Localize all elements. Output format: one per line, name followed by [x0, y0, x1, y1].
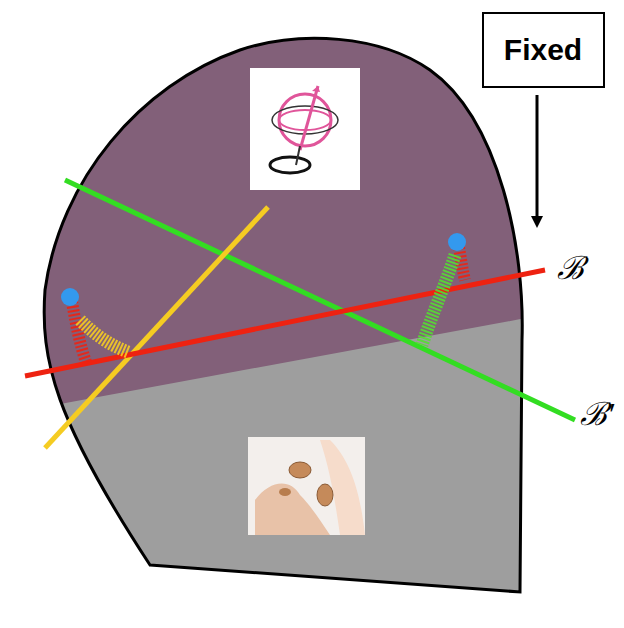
box-text: Fixed: [504, 33, 582, 67]
green-line: [65, 180, 575, 420]
line-label: ℬ′: [580, 398, 614, 430]
label-box: Fixed: [482, 12, 605, 88]
line-label: ℬ: [557, 252, 584, 284]
blob-outline: [44, 38, 522, 592]
pointer-arrow: [536, 95, 539, 222]
red-line: [25, 270, 545, 376]
yellow-line: [45, 207, 268, 448]
gyroscope-picture: [250, 68, 360, 190]
coin-flip-picture: [248, 437, 365, 535]
projection-strokes: [61, 233, 466, 362]
